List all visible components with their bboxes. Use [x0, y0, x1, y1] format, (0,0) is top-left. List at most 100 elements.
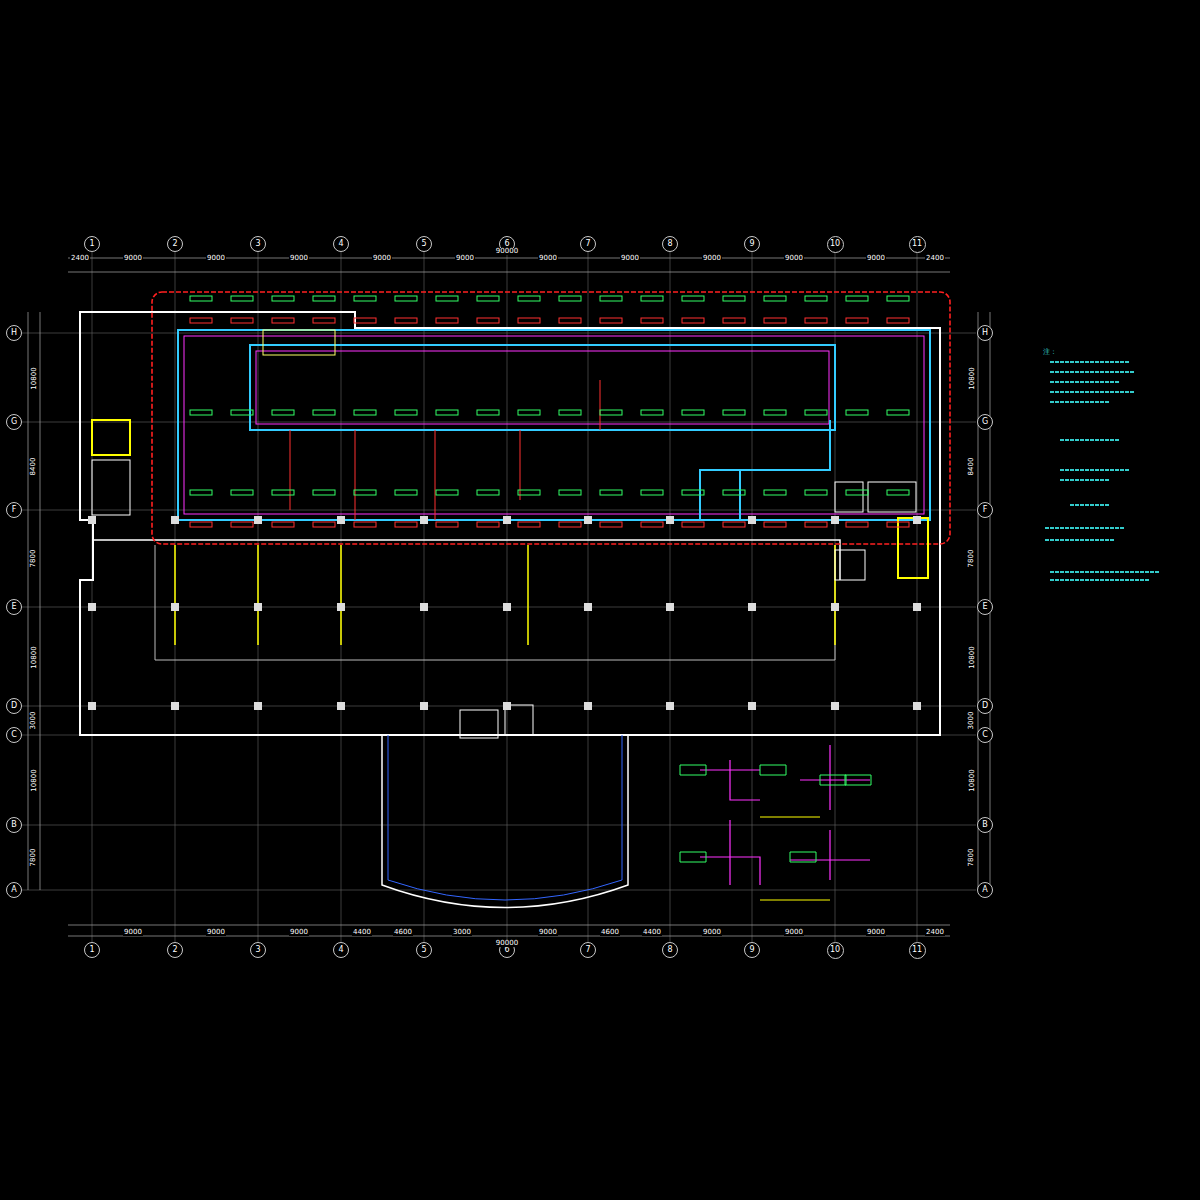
partition — [175, 545, 835, 645]
axis-line — [92, 252, 93, 942]
axis-label: 11 — [912, 240, 922, 248]
column — [420, 603, 428, 611]
diffuser — [436, 522, 458, 527]
axis-bubble: A — [6, 882, 22, 898]
axis-label: F — [12, 506, 17, 514]
revision-cloud — [152, 292, 950, 544]
axis-label: 4 — [338, 946, 343, 954]
column — [88, 702, 96, 710]
diffuser — [682, 296, 704, 301]
column — [420, 516, 428, 524]
diffuser — [805, 410, 827, 415]
dimension-text: 2400 — [70, 255, 90, 262]
diffuser — [272, 296, 294, 301]
diffuser — [559, 410, 581, 415]
axis-label: 1 — [89, 240, 94, 248]
column — [584, 516, 592, 524]
axis-bubble: H — [6, 325, 22, 341]
axis-bubble: 10 — [827, 942, 844, 959]
diffuser — [354, 410, 376, 415]
diffuser — [641, 296, 663, 301]
diffuser — [272, 410, 294, 415]
diffuser — [764, 410, 786, 415]
dimension-text: 10800 — [969, 645, 976, 669]
dimension-text: 9000 — [289, 929, 309, 936]
axis-line — [20, 510, 976, 511]
diffuser — [682, 410, 704, 415]
pipe-run — [184, 336, 924, 514]
diffuser — [559, 490, 581, 495]
axis-bubble: H — [977, 325, 993, 341]
diffuser — [682, 522, 704, 527]
diffuser — [805, 522, 827, 527]
diffuser — [272, 490, 294, 495]
column — [831, 702, 839, 710]
diffuser — [477, 296, 499, 301]
diffuser — [477, 490, 499, 495]
axis-bubble: 2 — [167, 942, 183, 958]
diffuser — [231, 296, 253, 301]
column — [913, 516, 921, 524]
diffuser — [395, 410, 417, 415]
dimension-text: 9000 — [866, 255, 886, 262]
dimension-text: 9000 — [702, 929, 722, 936]
diffuser — [313, 296, 335, 301]
column — [913, 702, 921, 710]
dimension-text: 90000 — [495, 248, 519, 255]
dimension-text: 2400 — [925, 255, 945, 262]
diffuser — [313, 490, 335, 495]
axis-bubble: 8 — [662, 236, 678, 252]
schematic-pipes — [700, 745, 870, 885]
axis-grid — [20, 252, 976, 942]
axis-label: 2 — [172, 240, 177, 248]
diffuser — [518, 318, 540, 323]
diffuser — [477, 318, 499, 323]
diffuser — [600, 318, 622, 323]
diffuser — [723, 318, 745, 323]
axis-line — [20, 825, 976, 826]
wall — [155, 545, 835, 660]
notes-lines — [1045, 362, 1160, 580]
shaft — [92, 420, 130, 455]
diffuser — [436, 318, 458, 323]
diffuser — [559, 318, 581, 323]
axis-bubble: 10 — [827, 236, 844, 253]
diffuser — [723, 296, 745, 301]
diffuser — [190, 296, 212, 301]
dimension-text: 3000 — [452, 929, 472, 936]
diffuser — [395, 296, 417, 301]
column — [337, 516, 345, 524]
stair — [92, 460, 130, 515]
column — [748, 702, 756, 710]
axis-label: B — [11, 821, 17, 829]
diffuser — [887, 490, 909, 495]
axis-label: G — [982, 418, 988, 426]
diffuser — [354, 318, 376, 323]
dimension-text: 7800 — [30, 548, 37, 568]
axis-label: H — [11, 329, 17, 337]
axis-label: C — [11, 731, 17, 739]
axis-label: 8 — [667, 946, 672, 954]
column — [913, 603, 921, 611]
note-line — [1050, 391, 1135, 393]
diffuser — [477, 522, 499, 527]
axis-bubble: B — [977, 817, 993, 833]
column — [831, 603, 839, 611]
note-line — [1060, 479, 1110, 481]
note-line — [1045, 539, 1115, 541]
axis-bubble: B — [6, 817, 22, 833]
column — [420, 702, 428, 710]
axis-line — [507, 252, 508, 942]
axis-label: 8 — [667, 240, 672, 248]
axis-label: 3 — [255, 946, 260, 954]
dimension-line — [68, 258, 950, 259]
diffuser — [436, 410, 458, 415]
column — [666, 702, 674, 710]
dimension-line — [28, 312, 29, 890]
diffuser — [887, 318, 909, 323]
diffuser — [477, 410, 499, 415]
axis-bubble: 1 — [84, 236, 100, 252]
dimension-text: 9000 — [784, 929, 804, 936]
axis-line — [424, 252, 425, 942]
stair — [868, 482, 916, 512]
